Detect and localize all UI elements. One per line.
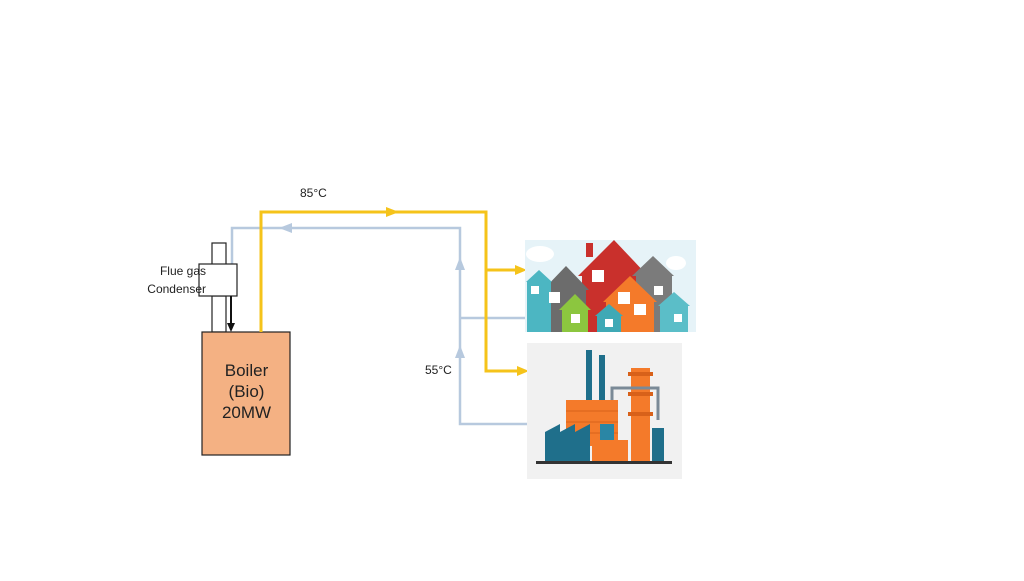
return-arrow-left: [279, 223, 292, 233]
flue-label-line1: Flue gas: [159, 264, 206, 278]
stack-bottom: [211, 295, 227, 333]
stack-top: [211, 242, 227, 266]
condensate-arrow: [227, 323, 235, 332]
return-pipes: [230, 226, 527, 426]
boiler-label-line3: 20MW: [221, 403, 272, 422]
boiler-label-line1: Boiler: [224, 361, 269, 380]
supply-arrow-right: [386, 207, 399, 217]
return-temperature-label: 55°C: [425, 363, 452, 377]
houses-icon: [525, 240, 696, 332]
flue-label-line2: Condenser: [147, 282, 206, 296]
return-arrow-up-1: [455, 257, 465, 270]
supply-arrow-houses: [515, 265, 527, 275]
flue-gas-condenser-label: Flue gas Condenser: [118, 262, 206, 298]
condenser-box: [198, 263, 238, 297]
supply-arrow-factory: [517, 366, 529, 376]
supply-temperature-label: 85°C: [300, 186, 327, 200]
supply-arrows: [386, 207, 529, 376]
return-arrows: [279, 223, 465, 358]
boiler-label-line2: (Bio): [228, 382, 265, 401]
boiler-box: [201, 331, 291, 456]
factory-icon: [527, 343, 682, 479]
boiler-label: Boiler (Bio) 20MW: [203, 360, 290, 423]
return-main-pipe: [230, 226, 527, 426]
flue-gas-condenser: [198, 242, 238, 333]
supply-main-pipe: [259, 210, 520, 373]
supply-pipes: [259, 210, 520, 373]
return-arrow-up-2: [455, 345, 465, 358]
